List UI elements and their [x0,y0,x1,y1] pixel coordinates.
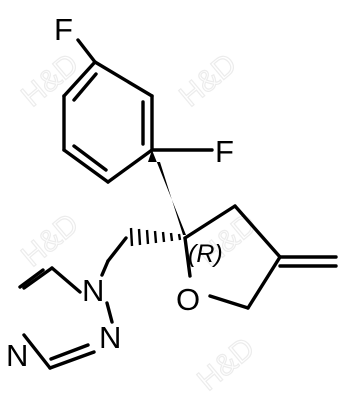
double-bond-inner [72,144,108,172]
bond [93,60,154,98]
watermark: H&D [15,207,85,273]
atom-nitrogen-1: N [82,273,104,308]
bond-double [18,268,45,289]
bond [233,204,282,259]
bond [246,255,282,310]
bond [50,266,82,294]
bond [22,266,54,290]
atom-nitrogen-4: N [6,338,28,373]
watermark: H&D [15,47,85,113]
atom-fluorine-right: F [215,134,234,169]
bond [106,148,154,184]
atom-fluorine-top: F [54,12,73,47]
oxolane-ring [183,204,282,310]
bond-c-f-top [76,38,97,64]
atom-oxygen: O [176,282,200,317]
bond [208,294,250,310]
bond [105,301,114,324]
bond [183,204,237,240]
watermark: H&D [173,47,243,113]
double-bond-inner [72,72,98,102]
bond-ch2-n [100,259,110,277]
triazole-ring [18,266,114,370]
wedge-bond [148,150,186,235]
bond-double [49,343,90,361]
atom-nitrogen-2: N [99,320,121,355]
benzene-ring [62,60,154,184]
bond [48,350,96,370]
bond [62,148,110,184]
bond [183,236,192,278]
watermark-layer: H&D H&D H&D H&D H&D [15,47,264,393]
watermark: H&D [191,331,261,393]
bond [62,60,97,98]
hashed-bond [129,227,182,247]
stereo-descriptor: (R) [188,240,223,268]
bond-ch2-c [106,236,128,263]
bond [22,333,52,370]
